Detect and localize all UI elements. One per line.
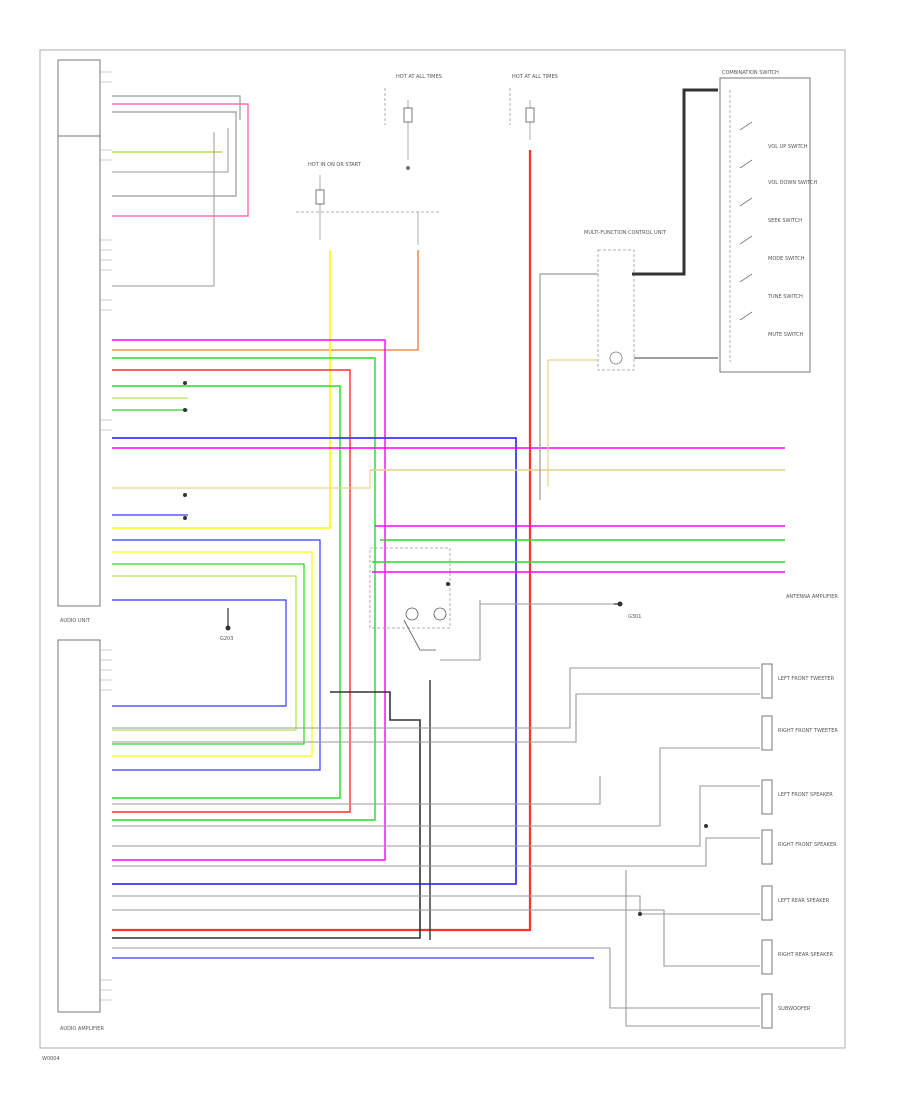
svg-text:HOT AT ALL TIMES: HOT AT ALL TIMES <box>512 74 558 80</box>
wire-red-2 <box>112 369 351 813</box>
splice-dots <box>183 381 708 916</box>
svg-text:ANTENNA AMPLIFIER: ANTENNA AMPLIFIER <box>786 594 838 600</box>
fuse-block-right: HOT AT ALL TIMES <box>509 74 558 140</box>
speaker-wires <box>112 600 760 1027</box>
wire-gray-right-feed <box>539 273 598 500</box>
switch-panel-title: COMBINATION SWITCH <box>722 70 779 76</box>
wire-gray-top-4 <box>112 132 215 287</box>
wire-yellow-2 <box>112 551 313 757</box>
wire-green-1 <box>112 357 376 821</box>
audio-unit-pins <box>100 71 112 431</box>
svg-text:HOT AT ALL TIMES: HOT AT ALL TIMES <box>396 74 442 80</box>
wire-green-2 <box>112 385 341 799</box>
audio-unit-label: AUDIO UNIT <box>60 618 91 624</box>
wire-blue-2 <box>112 539 321 771</box>
svg-text:G203: G203 <box>220 636 233 642</box>
wire-orange-feed <box>112 250 419 351</box>
svg-text:TUNE SWITCH: TUNE SWITCH <box>767 294 803 300</box>
switch-feed-wire <box>632 88 718 276</box>
switch-contacts <box>739 121 753 321</box>
wire-pink-top <box>112 103 249 217</box>
control-unit-label: MULTI-FUNCTION CONTROL UNIT <box>584 230 667 236</box>
audio-unit-header <box>57 59 101 137</box>
svg-text:G301: G301 <box>628 614 641 620</box>
svg-text:VOL DOWN SWITCH: VOL DOWN SWITCH <box>768 180 818 186</box>
wire-yellow-feed <box>112 250 331 529</box>
footer-code: W0004 <box>42 1056 60 1062</box>
svg-text:LEFT FRONT TWEETER: LEFT FRONT TWEETER <box>778 676 835 682</box>
wire-gray-top-1 <box>112 95 241 120</box>
svg-text:SUBWOOFER: SUBWOOFER <box>778 1006 811 1012</box>
wire-green-4 <box>112 563 305 745</box>
fuse-block-left: HOT AT ALL TIMES <box>384 74 442 170</box>
ignition-fuse: HOT IN ON OR START <box>296 162 440 245</box>
wire-dark-1 <box>112 691 421 939</box>
svg-text:MODE SWITCH: MODE SWITCH <box>768 256 805 262</box>
wire-pink-mid <box>112 339 386 861</box>
combination-switch-panel <box>719 77 811 373</box>
wire-gray-top-3 <box>112 128 229 173</box>
audio-amplifier-pins <box>100 649 112 1001</box>
speaker-symbols <box>761 663 773 1029</box>
antenna-amplifier: ANTENNA AMPLIFIER <box>369 547 838 651</box>
svg-text:RIGHT FRONT SPEAKER: RIGHT FRONT SPEAKER <box>778 842 837 848</box>
svg-text:VOL UP SWITCH: VOL UP SWITCH <box>768 144 808 150</box>
diagram-frame <box>39 49 846 1049</box>
ground-symbol-1: G203 <box>220 608 233 642</box>
multi-function-control-unit <box>597 249 635 371</box>
wire-blue-long <box>112 437 517 885</box>
wire-red-main <box>112 150 532 932</box>
audio-amplifier-label: AUDIO AMPLIFIER <box>60 1026 104 1032</box>
svg-text:SEEK SWITCH: SEEK SWITCH <box>768 218 802 224</box>
wire-gray-top-2 <box>112 111 237 197</box>
svg-text:HOT IN ON OR START: HOT IN ON OR START <box>308 162 362 168</box>
wire-tan-loop <box>112 470 371 489</box>
wire-blue-3 <box>112 599 287 707</box>
svg-text:LEFT FRONT SPEAKER: LEFT FRONT SPEAKER <box>778 792 833 798</box>
audio-unit-box <box>57 59 101 607</box>
wire-yellowgreen-3 <box>112 575 297 731</box>
ground-symbol-2: G301 <box>614 601 641 620</box>
svg-text:LEFT REAR SPEAKER: LEFT REAR SPEAKER <box>778 898 830 904</box>
speaker-labels: LEFT FRONT TWEETER RIGHT FRONT TWEETER L… <box>778 676 838 1012</box>
svg-text:MUTE SWITCH: MUTE SWITCH <box>768 332 804 338</box>
svg-text:RIGHT FRONT TWEETER: RIGHT FRONT TWEETER <box>778 728 838 734</box>
wire-tan-right-feed <box>547 359 598 486</box>
svg-text:RIGHT REAR SPEAKER: RIGHT REAR SPEAKER <box>778 952 834 958</box>
switch-labels: VOL UP SWITCH VOL DOWN SWITCH SEEK SWITC… <box>767 144 818 338</box>
audio-amplifier-box <box>57 639 101 1013</box>
